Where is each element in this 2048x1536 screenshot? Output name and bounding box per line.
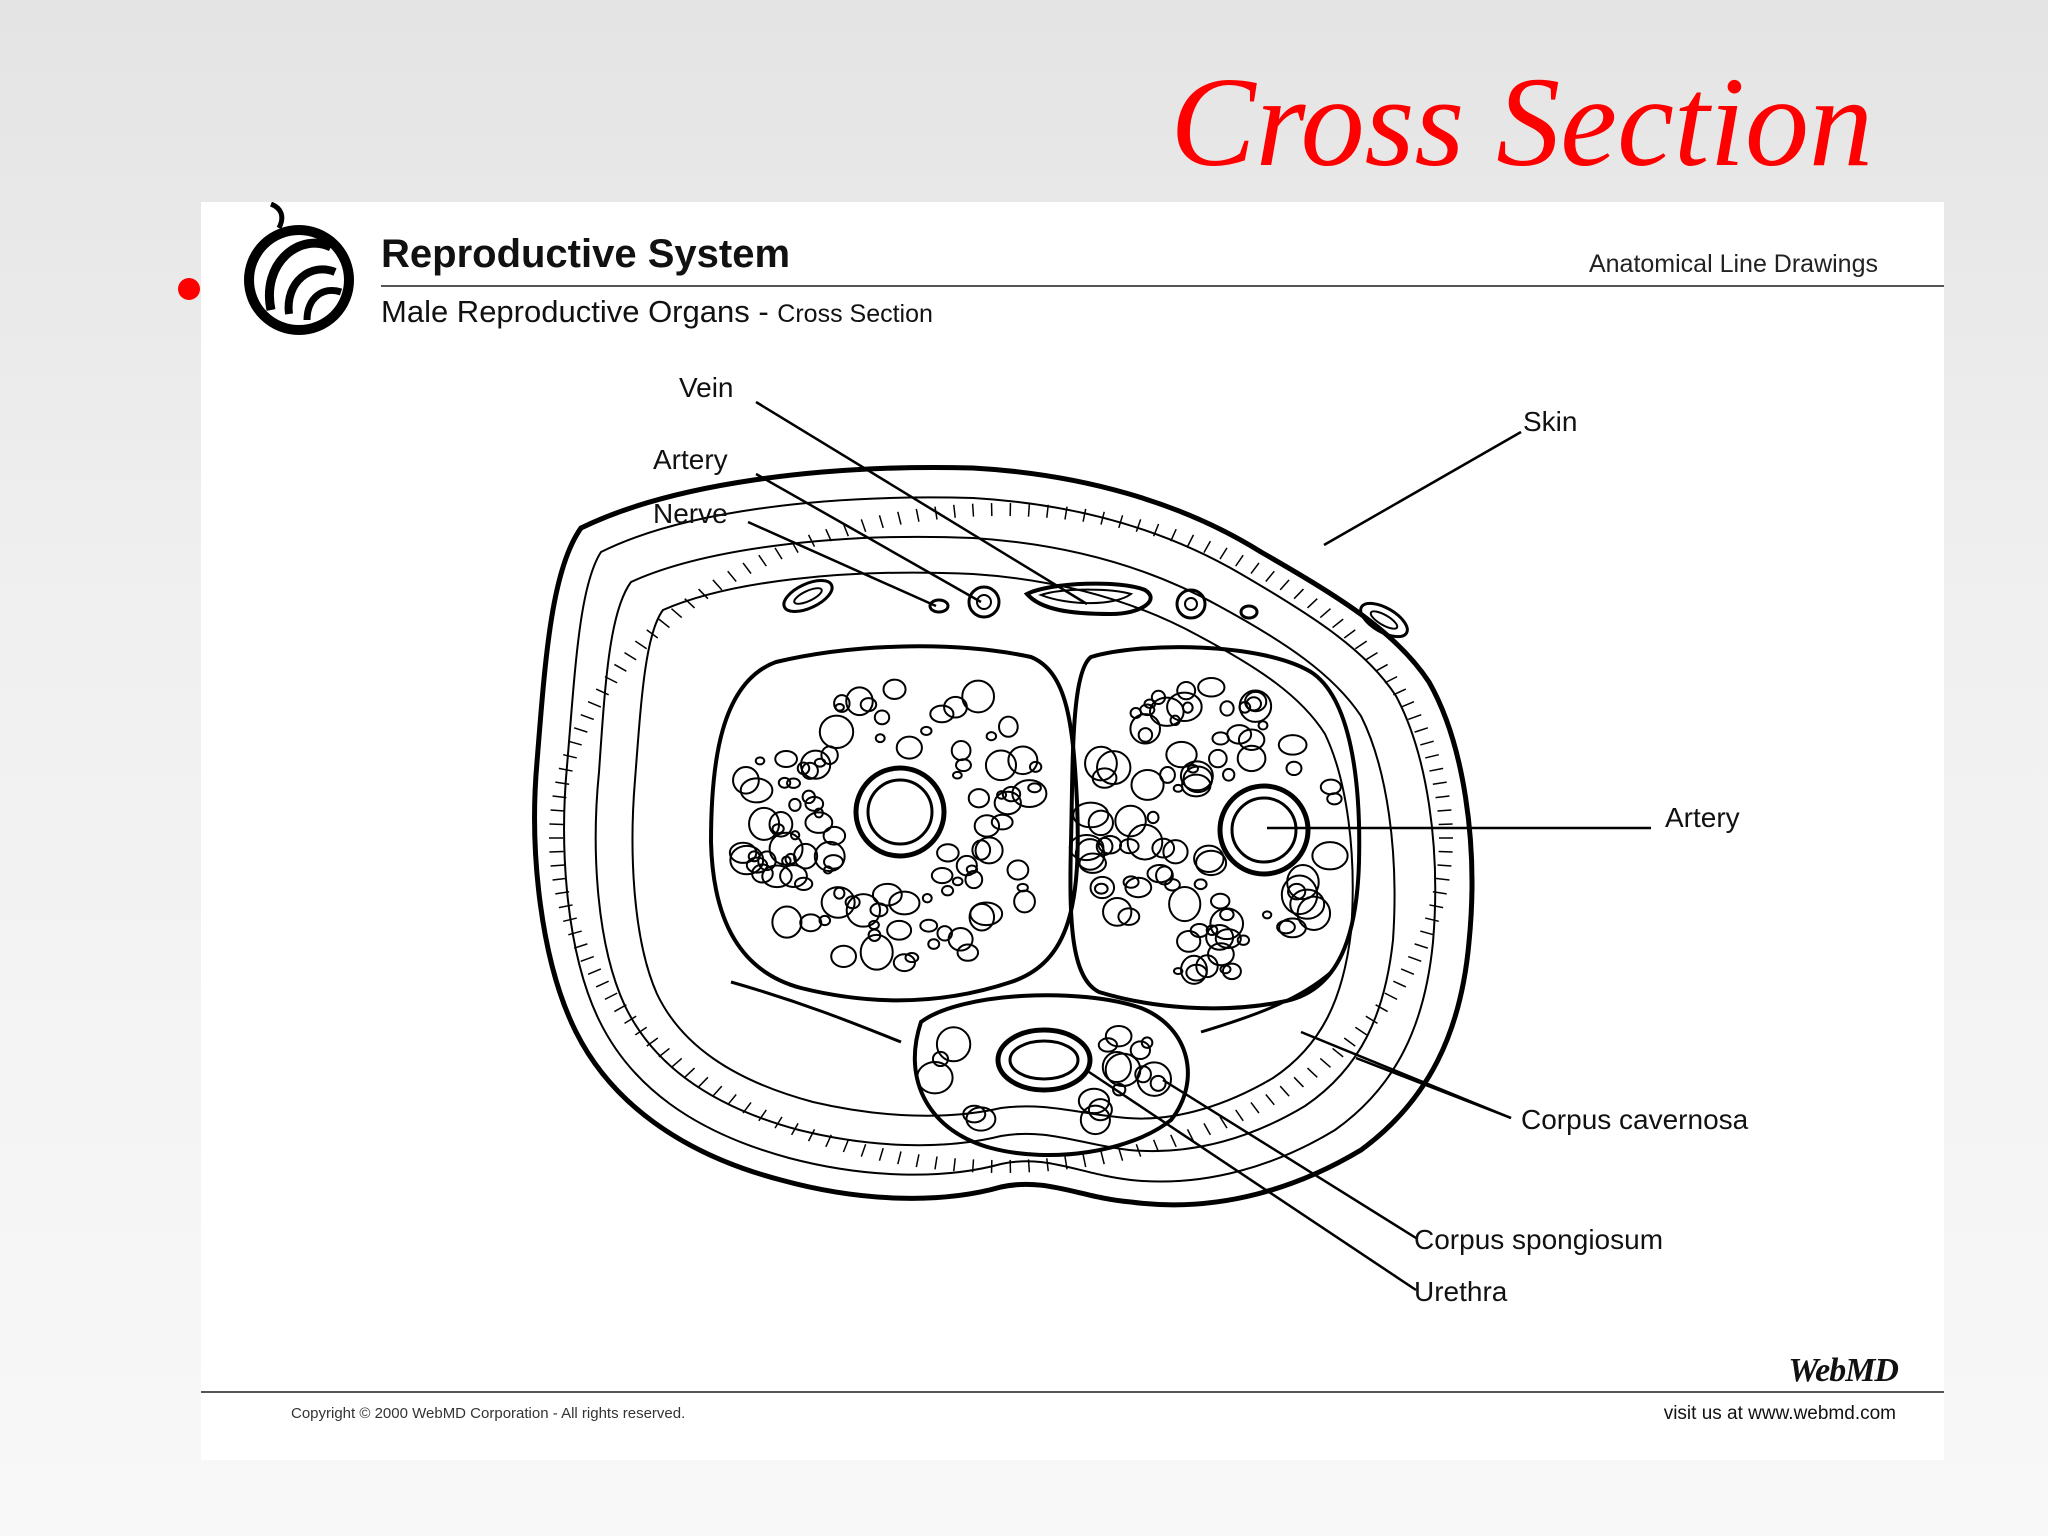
figure-subtitle-detail: Cross Section <box>777 300 933 328</box>
superficial-vein-left <box>782 579 834 613</box>
central-artery-right <box>1217 783 1311 877</box>
central-artery-right-lumen <box>1230 796 1298 864</box>
skin-hatching <box>549 503 1453 1173</box>
dorsal-vein <box>1023 581 1153 617</box>
figure-title: Reproductive System <box>381 232 791 276</box>
label-artery-top: Artery <box>653 444 728 475</box>
label-vein: Vein <box>679 372 734 403</box>
label-urethra: Urethra <box>1414 1276 1508 1307</box>
webmd-brand: WebMD <box>1788 1352 1899 1389</box>
central-artery-left <box>853 765 947 859</box>
corpus-spongiosum <box>912 993 1190 1158</box>
label-corpus-spongiosum: Corpus spongiosum <box>1414 1224 1664 1255</box>
label-nerve: Nerve <box>653 498 728 529</box>
tunica-layer-1 <box>563 496 1437 1183</box>
superficial-vein-right <box>1359 601 1409 639</box>
figure-subtitle: Male Reproductive Organs - Cross Section <box>381 294 933 329</box>
tunica-layer-3 <box>631 571 1354 1120</box>
copyright-text: Copyright © 2000 WebMD Corporation - All… <box>291 1405 686 1422</box>
bullet-point <box>178 278 200 300</box>
urethra-outer <box>995 1027 1093 1093</box>
dorsal-artery-right <box>1175 588 1207 620</box>
dorsal-artery-left <box>967 585 1001 619</box>
leader-lines <box>747 400 1651 1292</box>
urethra-inner <box>1008 1039 1080 1081</box>
erectile-tissue <box>728 676 1349 1136</box>
anatomy-figure: Reproductive System Male Reproductive Or… <box>201 202 1944 1460</box>
label-artery-right: Artery <box>1665 802 1740 833</box>
fascia-curve <box>730 970 1332 1044</box>
slide-title: Cross Section <box>1170 51 1873 193</box>
central-artery-left-lumen <box>866 778 934 846</box>
figure-category: Anatomical Line Drawings <box>1588 250 1878 278</box>
webmd-logo-icon <box>244 202 354 335</box>
label-corpus-cavernosa: Corpus cavernosa <box>1521 1104 1749 1135</box>
dorsal-nerve-right <box>1239 604 1259 620</box>
cross-section-drawing <box>201 202 1944 1393</box>
skin-outline <box>532 465 1475 1208</box>
corpus-cavernosum-left <box>708 644 1080 1003</box>
site-link: visit us at www.webmd.com <box>1663 1403 1896 1424</box>
dorsal-nerve-left <box>928 598 950 614</box>
tunica-layer-2 <box>594 535 1396 1153</box>
label-skin: Skin <box>1523 406 1578 437</box>
